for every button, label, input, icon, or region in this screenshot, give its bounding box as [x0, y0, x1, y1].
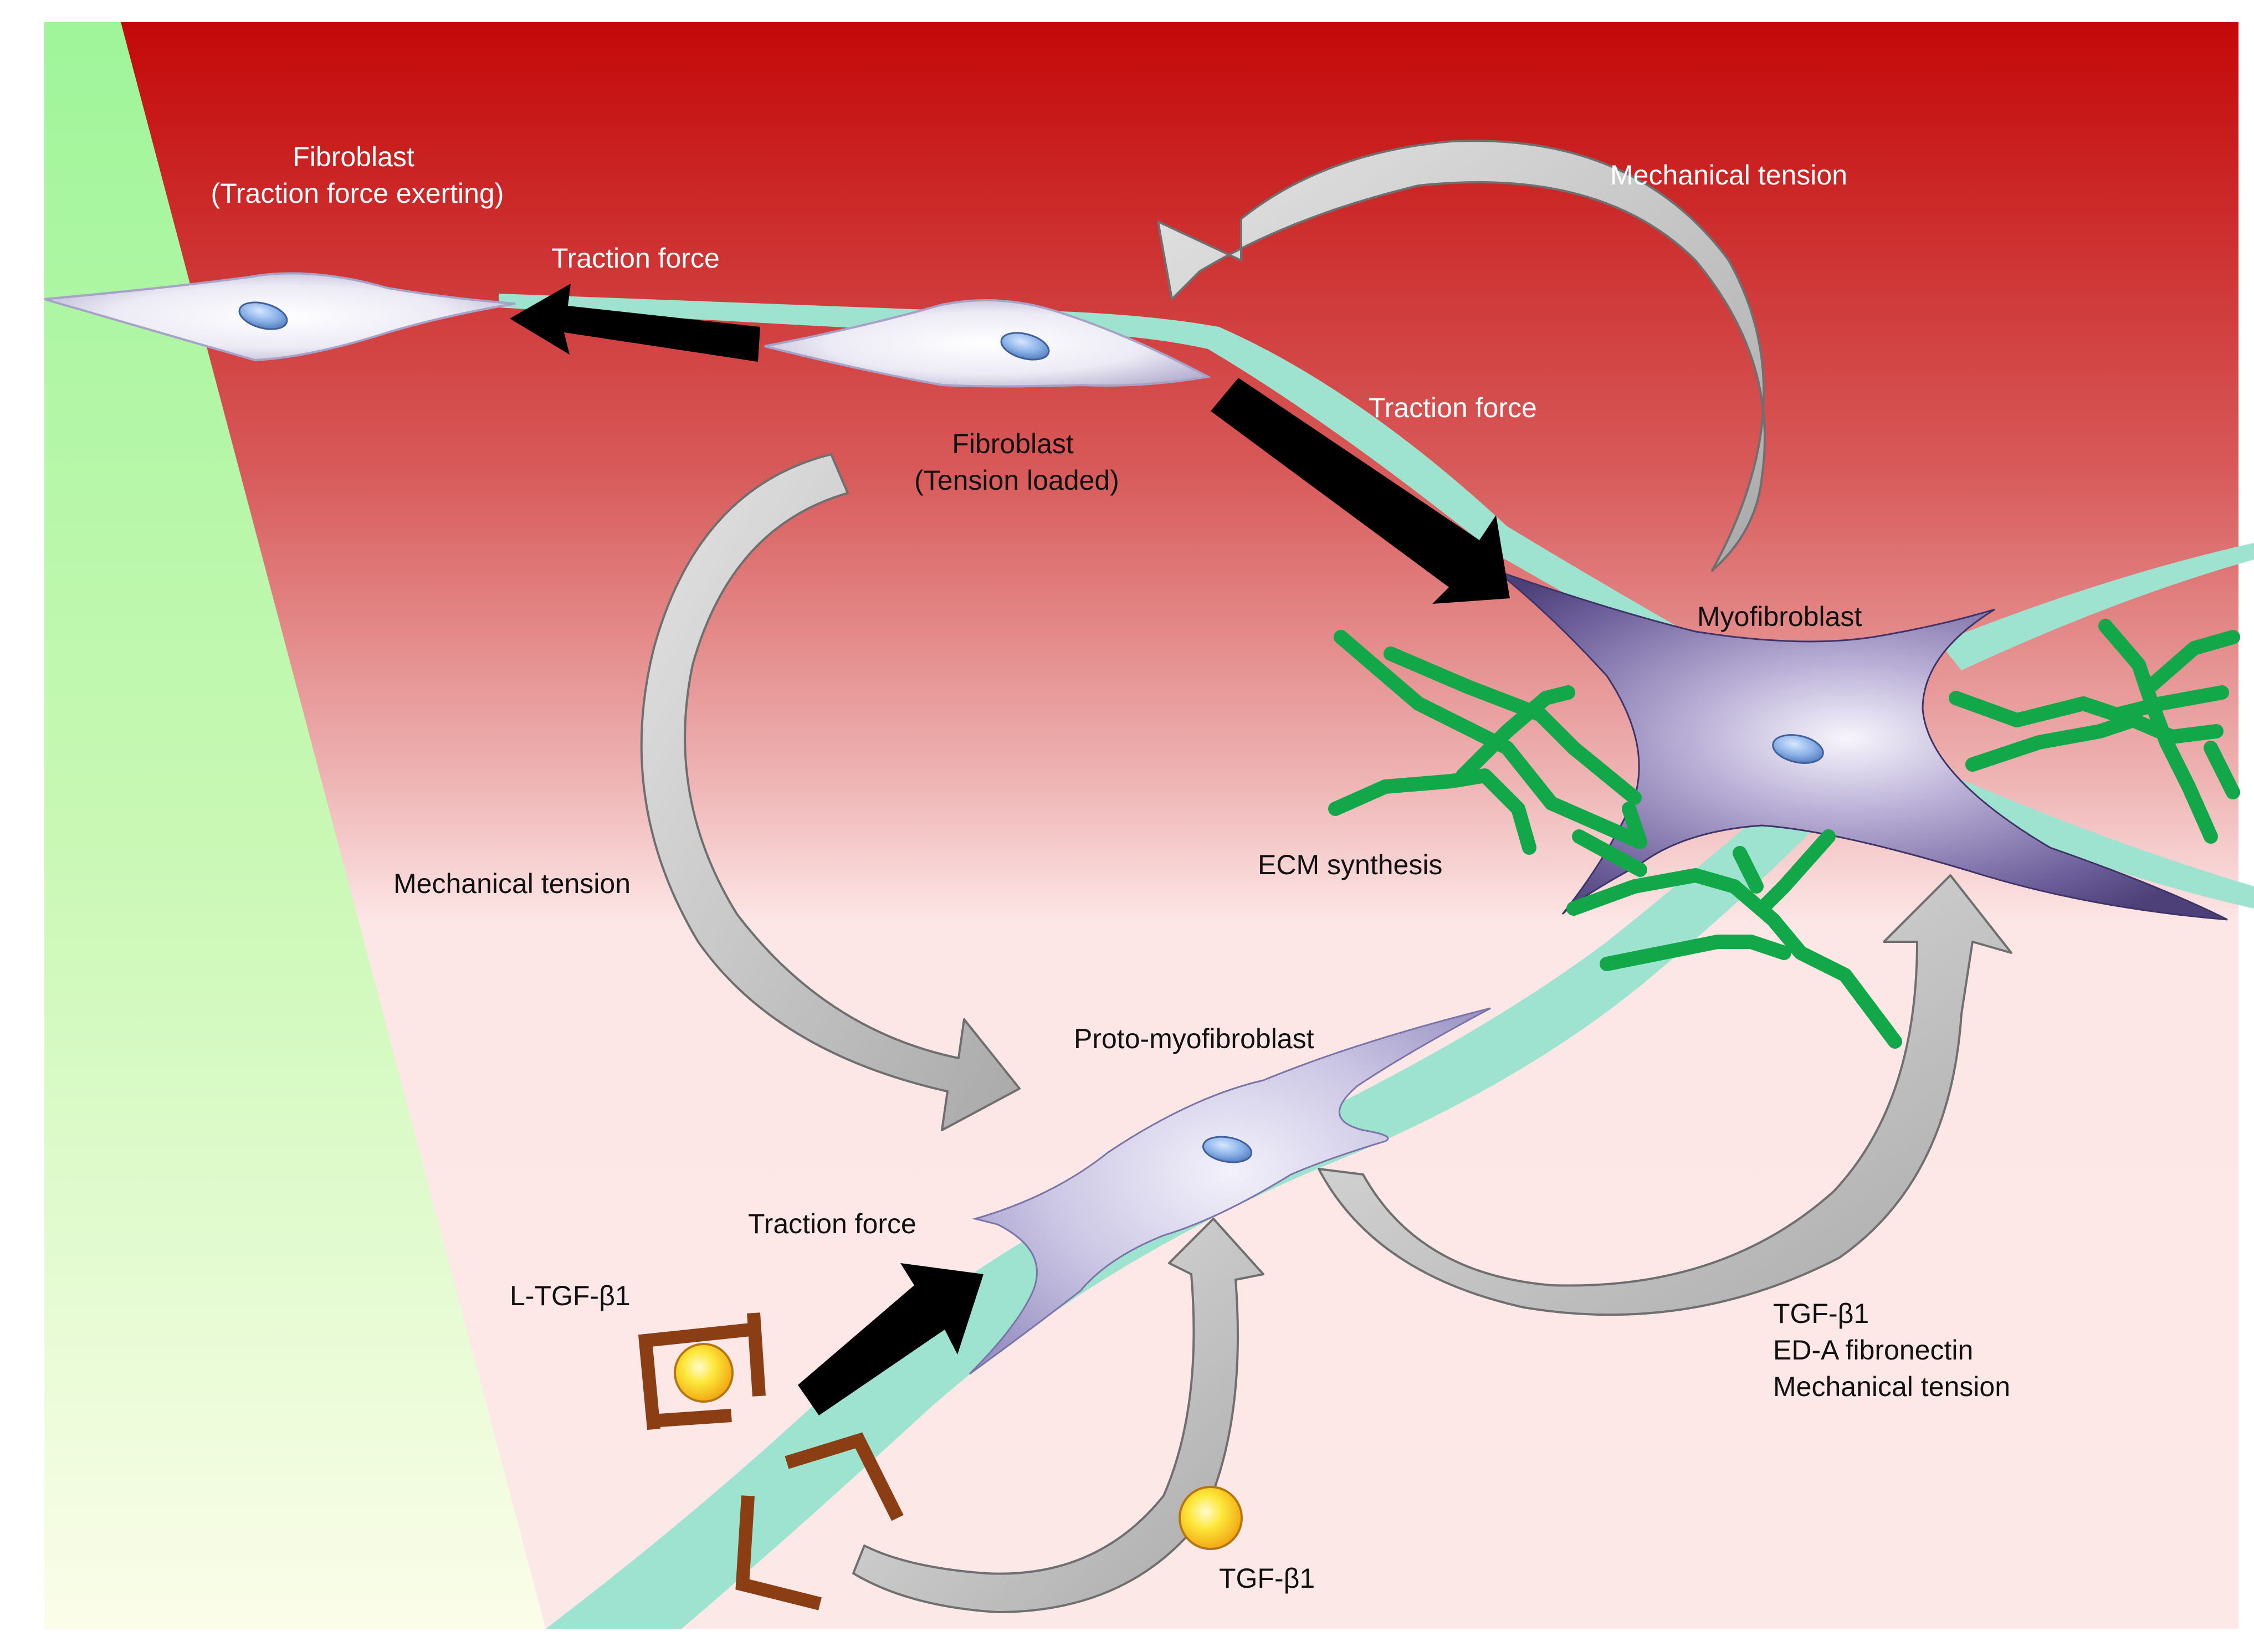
nucleus-icon — [1000, 332, 1050, 361]
traction-force-arrow-bottom — [798, 1263, 983, 1415]
nucleus-icon — [1202, 1136, 1252, 1163]
nucleus-icon — [238, 301, 288, 330]
mechanical-tension-top-label: Mechanical tension — [1610, 160, 1847, 191]
latent-tgf-ball-icon — [674, 1343, 734, 1403]
fibroblast-exerting-label: Fibroblast (Traction force exerting) — [211, 141, 504, 209]
factors-label: TGF-β1 ED-A fibronectin Mechanical tensi… — [1773, 1298, 2010, 1402]
myofibroblast-label: Myofibroblast — [1697, 601, 1862, 632]
tgf-b1-label: TGF-β1 — [1219, 1563, 1315, 1594]
proto-myofibroblast-label: Proto-myofibroblast — [1074, 1023, 1314, 1054]
matrix-strand-top — [499, 294, 2254, 909]
mechanical-tension-cycle-arrow-left — [640, 453, 1021, 1131]
fibroblast-exerting-cell — [44, 272, 516, 362]
green-tissue-panel — [44, 22, 546, 1629]
traction-force-middle-label: Traction force — [1369, 392, 1537, 423]
mechanical-tension-left-label: Mechanical tension — [393, 868, 631, 899]
fibroblast-loaded-cell — [764, 299, 1212, 388]
proto-myofibroblast-cell — [969, 1007, 1491, 1375]
traction-force-arrow-middle — [1211, 378, 1510, 604]
ecm-fibers — [1328, 619, 2240, 1049]
traction-force-top-label: Traction force — [551, 243, 720, 274]
cycle-arrows — [640, 140, 2012, 1613]
latent-tgf-complex — [638, 1312, 904, 1610]
mechanical-tension-cycle-arrow-top — [1157, 140, 1766, 572]
traction-force-arrow-top — [510, 284, 760, 362]
traction-arrows — [510, 284, 1510, 1415]
l-tgf-b1-label: L-TGF-β1 — [510, 1280, 631, 1311]
traction-force-bottom-label: Traction force — [748, 1208, 916, 1239]
factors-cycle-arrow-right — [1318, 874, 2012, 1316]
free-tgf-ball-icon — [1179, 1486, 1243, 1550]
matrix-strand-right — [1939, 543, 2254, 670]
ecm-synthesis-label: ECM synthesis — [1258, 849, 1442, 880]
activation-cycle-arrow-bottom — [852, 1218, 1264, 1613]
fibroblast-loaded-label: Fibroblast (Tension loaded) — [914, 428, 1119, 496]
nucleus-icon — [1772, 734, 1824, 764]
